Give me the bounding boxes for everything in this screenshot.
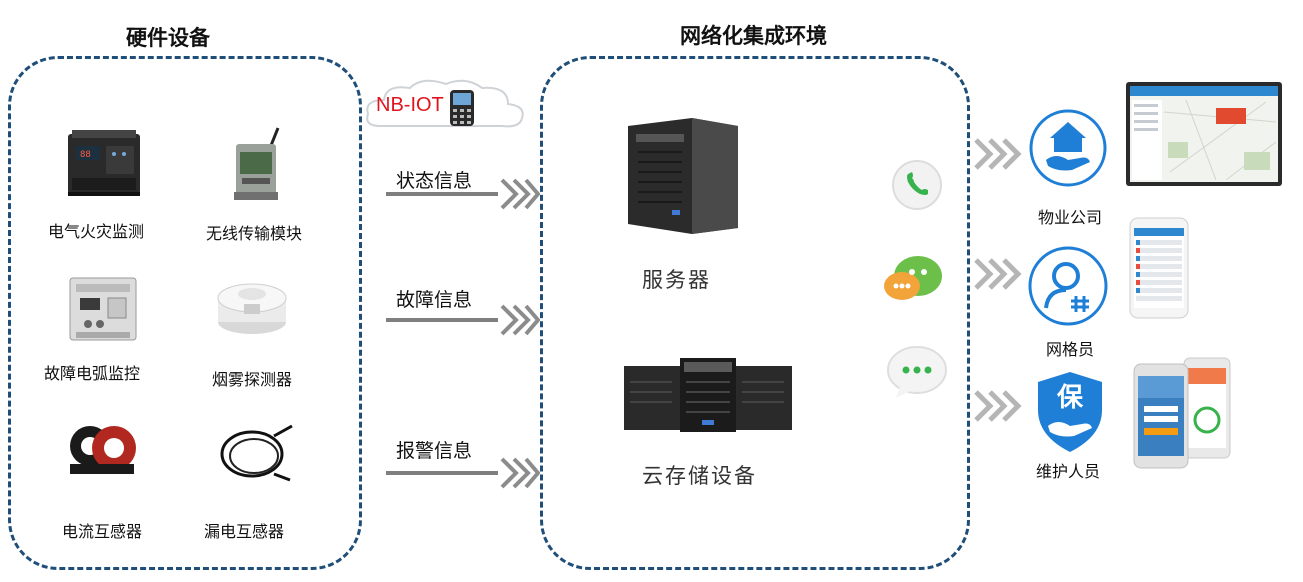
wireless-module-icon [224, 126, 292, 206]
nbiot-cloud-icon [362, 76, 530, 136]
nbiot-phone-icon [448, 88, 476, 132]
flow-arrow-status [384, 176, 541, 218]
shield-protect-char: 保 [1056, 383, 1084, 413]
electrical-fire-monitor-icon: 88 [62, 128, 146, 204]
flow-arrow-alarm [384, 455, 541, 497]
output-chevrons-1 [972, 136, 1022, 176]
chat-app-icon [882, 252, 944, 312]
device-label-wireless-module: 无线传输模块 [206, 224, 303, 243]
output-chevrons-3 [972, 388, 1022, 428]
network-box [540, 56, 970, 570]
nbiot-label: NB-IOT [376, 94, 444, 116]
recipient-label-grid-worker: 网格员 [1046, 340, 1095, 359]
server-tower-icon [622, 112, 746, 240]
leakage-transformer-icon [214, 422, 294, 486]
flow-label-status: 状态信息 [396, 170, 473, 192]
device-label-electrical-fire: 电气火灾监测 [48, 222, 145, 241]
flow-label-alarm: 报警信息 [396, 440, 473, 462]
env-label-cloud-storage: 云存储设备 [642, 464, 757, 488]
network-title: 网络化集成环境 [680, 24, 827, 48]
device-label-arc-fault: 故障电弧监控 [44, 364, 141, 383]
message-bubble-icon [886, 344, 948, 404]
current-transformer-icon [66, 418, 138, 480]
shield-protect-icon: 保 [1032, 370, 1108, 458]
env-label-server: 服务器 [642, 268, 711, 292]
flow-arrow-fault [384, 302, 541, 344]
home-care-icon [1028, 108, 1108, 192]
device-label-leakage-transformer: 漏电互感器 [204, 522, 285, 541]
arc-fault-monitor-icon [66, 274, 140, 348]
device-label-current-transformer: 电流互感器 [62, 522, 143, 541]
smoke-detector-icon [214, 268, 290, 346]
phone-app-list-icon [1128, 216, 1190, 324]
phone-call-icon [890, 158, 944, 216]
phones-app-icon [1132, 356, 1232, 474]
grid-worker-icon [1026, 244, 1110, 332]
monitor-dashboard-icon [1126, 82, 1282, 190]
recipient-label-maintenance: 维护人员 [1036, 462, 1101, 481]
svg-text:88: 88 [80, 150, 91, 160]
flow-label-fault: 故障信息 [396, 289, 473, 311]
cloud-storage-servers-icon [622, 356, 794, 438]
device-label-smoke-detector: 烟雾探测器 [212, 370, 293, 389]
output-chevrons-2 [972, 256, 1022, 296]
hardware-box [8, 56, 362, 570]
hardware-title: 硬件设备 [126, 26, 210, 50]
recipient-label-property: 物业公司 [1038, 208, 1103, 227]
